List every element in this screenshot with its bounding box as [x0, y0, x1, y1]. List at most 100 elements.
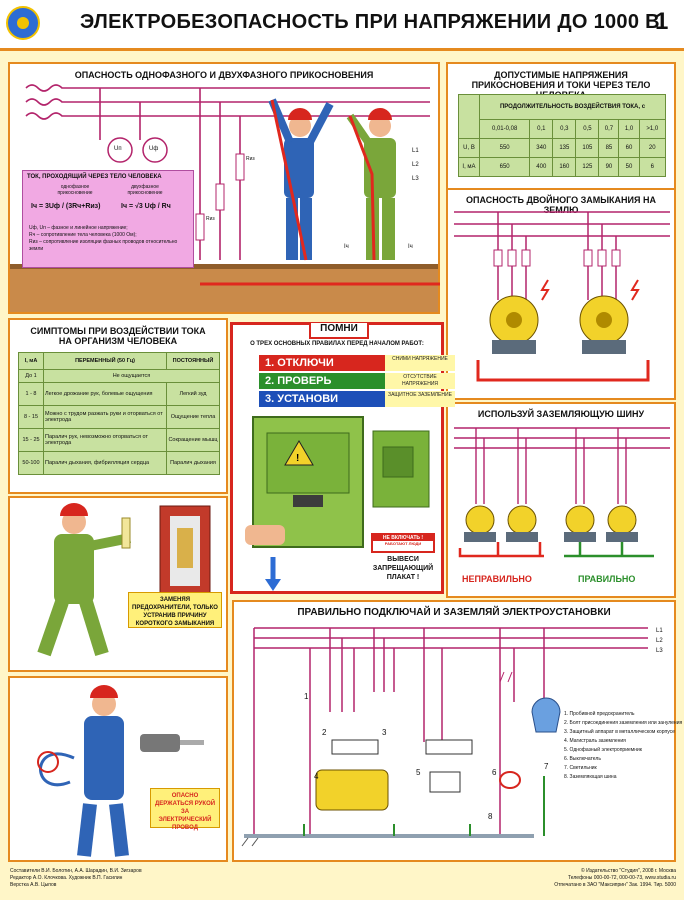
- fuse-worker-illustration: [37, 503, 211, 657]
- meter-label: Uп: [114, 146, 122, 152]
- symptoms-table: I, мА ПЕРЕМЕННЫЙ (50 Гц) ПОСТОЯННЫЙ До 1…: [18, 352, 220, 475]
- credit-line: Составители В.И. Болотин, А.А. Шарадин, …: [10, 868, 142, 874]
- panel-grounding-bus: ИСПОЛЬЗУЙ ЗАЗЕМЛЯЮЩУЮ ШИНУ НЕПРАВИЛЬНО П…: [446, 402, 676, 598]
- table-cell: Сокращение мышц: [166, 428, 220, 452]
- formula-note: Rиз – сопротивление изоляции фазных пров…: [29, 239, 178, 252]
- line-label-l3: L3: [656, 648, 663, 654]
- rule-label: 3. УСТАНОВИ: [265, 393, 339, 405]
- credit-line: © Издательство "Студия", 2008 г. Москва: [581, 868, 676, 874]
- panel-drill-tip: ОПАСНО ДЕРЖАТЬСЯ РУКОЙ ЗА ЭЛЕКТРИЧЕСКИЙ …: [8, 676, 228, 862]
- panel-allowed-voltage: ДОПУСТИМЫЕ НАПРЯЖЕНИЯ ПРИКОСНОВЕНИЯ И ТО…: [446, 62, 676, 194]
- protective-device-icon: [425, 739, 473, 755]
- worker-figure-left: [268, 98, 334, 261]
- line-label-l1: L1: [656, 628, 663, 634]
- credit-line: Редактор А.О. Клочкова. Художник В.П. Га…: [10, 875, 123, 881]
- motor-icon: [489, 295, 539, 354]
- legend-item: 3. Защитный аппарат в металлическом корп…: [564, 729, 675, 735]
- double-ground-diagram: [454, 211, 670, 382]
- motor-icon: [465, 505, 495, 535]
- column-header: ПЕРЕМЕННЫЙ (50 Гц): [43, 352, 167, 370]
- duration-cell: 0,3: [552, 119, 577, 139]
- column-header: ПОСТОЯННЫЙ: [166, 352, 220, 370]
- current-label: Iч: [408, 244, 413, 250]
- formula-note: Rч – сопротивление тела человека (1000 О…: [29, 232, 137, 238]
- resistor-icon: [215, 183, 225, 211]
- callout-number: 6: [492, 768, 497, 777]
- value-cell: 50: [618, 157, 640, 177]
- table-cell: 1 - 8: [18, 382, 44, 406]
- callout-number: 4: [314, 772, 319, 781]
- callout-number: 3: [382, 728, 387, 737]
- motor-icon: [315, 769, 389, 811]
- voltmeter-icon: [142, 137, 168, 163]
- rule-3: 3. УСТАНОВИ ЗАЩИТНОЕ ЗАЗЕМЛЕНИЕ: [259, 391, 455, 407]
- table-cell: Паралич дыхания, фибрилляция сердца: [43, 451, 167, 475]
- line-label-l2: L2: [412, 162, 419, 168]
- panel-double-ground: ОПАСНОСТЬ ДВОЙНОГО ЗАМЫКАНИЯ НА ЗЕМЛЮ: [446, 188, 676, 400]
- duration-cell: 0,01-0,08: [478, 119, 531, 139]
- voltage-table: ПРОДОЛЖИТЕЛЬНОСТЬ ВОЗДЕЙСТВИЯ ТОКА, с 0,…: [458, 94, 667, 177]
- sheet-number: 1: [655, 8, 669, 35]
- callout-number: 2: [322, 728, 327, 737]
- rule-label: 2. ПРОВЕРЬ: [265, 375, 332, 387]
- warning-sign-line: НЕ ВКЛЮЧАТЬ !: [373, 535, 433, 541]
- panel-symptoms: СИМПТОМЫ ПРИ ВОЗДЕЙСТВИИ ТОКА НА ОРГАНИЗ…: [8, 318, 228, 494]
- credit-line: Верстка А.В. Цыпов: [10, 882, 57, 888]
- right-label: ПРАВИЛЬНО: [578, 574, 636, 584]
- page-header: ЭЛЕКТРОБЕЗОПАСНОСТЬ ПРИ НАПРЯЖЕНИИ ДО 10…: [0, 0, 684, 51]
- panel-fuse-tip: ЗАМЕНЯЯ ПРЕДОХРАНИТЕЛИ, ТОЛЬКО УСТРАНИВ …: [8, 496, 228, 672]
- protective-device-icon: [331, 739, 379, 755]
- warning-sign: НЕ ВКЛЮЧАТЬ ! РАБОТАЮТ ЛЮДИ: [371, 533, 435, 553]
- drill-worker-illustration: [37, 685, 204, 857]
- remember-subtitle: О ТРЕХ ОСНОВНЫХ ПРАВИЛАХ ПЕРЕД НАЧАЛОМ Р…: [250, 341, 424, 347]
- credit-line: Отпечатано в ЗАО "Максиприн" Зак. 1994. …: [554, 882, 676, 888]
- legend-item: 7. Светильник: [564, 765, 597, 771]
- single-phase-formula: Iч = 3Uф / (3Rч+Rиз): [31, 203, 101, 210]
- resistor-label: Rиз: [206, 216, 215, 222]
- svg-text:!: !: [296, 453, 299, 464]
- rule-1: 1. ОТКЛЮЧИ СНИМИ НАПРЯЖЕНИЕ: [259, 355, 455, 371]
- duration-header: ПРОДОЛЖИТЕЛЬНОСТЬ ВОЗДЕЙСТВИЯ ТОКА, с: [479, 94, 666, 120]
- panel-danger-touch: ОПАСНОСТЬ ОДНОФАЗНОГО И ДВУХФАЗНОГО ПРИК…: [8, 62, 440, 314]
- table-cell: 15 - 25: [18, 428, 44, 452]
- table-cell: Можно с трудом разжать руки и оторваться…: [43, 405, 167, 429]
- row-label: I, мА: [458, 157, 480, 177]
- resistor-icon: [235, 153, 245, 181]
- single-phase-load-icon: [429, 771, 461, 793]
- single-phase-label: однофазное прикосновение: [57, 184, 93, 196]
- legend-item: 8. Заземляющая шина: [564, 774, 617, 780]
- panel-remember: ПОМНИ О ТРЕХ ОСНОВНЫХ ПРАВИЛАХ ПЕРЕД НАЧ…: [230, 322, 455, 594]
- value-cell: 340: [529, 138, 554, 158]
- rule-note: ОТСУТСТВИЕ НАПРЯЖЕНИЯ: [385, 373, 455, 389]
- table-cell: 50-100: [18, 451, 44, 475]
- legend-item: 4. Магистраль заземления: [564, 738, 626, 744]
- callout-number: 8: [488, 812, 493, 821]
- formula-note: Uф, Uп – фазное и линейное напряжение;: [29, 225, 128, 231]
- panel-title: СИМПТОМЫ ПРИ ВОЗДЕЙСТВИИ ТОКА НА ОРГАНИЗ…: [30, 326, 206, 346]
- drill-tip-callout: ОПАСНО ДЕРЖАТЬСЯ РУКОЙ ЗА ЭЛЕКТРИЧЕСКИЙ …: [150, 788, 220, 831]
- warning-sign-line: РАБОТАЮТ ЛЮДИ: [384, 541, 422, 546]
- hand-icon: [245, 525, 285, 545]
- column-header: I, мА: [18, 352, 44, 370]
- value-cell: 105: [575, 138, 600, 158]
- rule-label: 1. ОТКЛЮЧИ: [265, 357, 334, 369]
- page-title: ЭЛЕКТРОБЕЗОПАСНОСТЬ ПРИ НАПРЯЖЕНИИ ДО 10…: [80, 11, 660, 33]
- wrong-label: НЕПРАВИЛЬНО: [462, 574, 532, 584]
- table-cell: Легкое дрожание рук, болевые ощущения: [43, 382, 167, 406]
- callout-number: 7: [544, 762, 549, 771]
- value-cell: 85: [598, 138, 620, 158]
- duration-cell: 0,1: [529, 119, 554, 139]
- resistor-label: Rиз: [246, 156, 255, 162]
- cord-danger-icon: [37, 751, 59, 773]
- fuse-tip-callout: ЗАМЕНЯЯ ПРЕДОХРАНИТЕЛИ, ТОЛЬКО УСТРАНИВ …: [128, 592, 222, 628]
- rule-note: СНИМИ НАПРЯЖЕНИЕ: [385, 355, 455, 371]
- lamp-icon: [531, 697, 561, 733]
- credit-line: Телефоны 000-00-72, 000-00-73, www.studi…: [568, 875, 676, 881]
- rule-note: ЗАЩИТНОЕ ЗАЗЕМЛЕНИЕ: [385, 391, 455, 407]
- table-cell: Паралич дыхания: [166, 451, 220, 475]
- legend-item: 6. Выключатель: [564, 756, 601, 762]
